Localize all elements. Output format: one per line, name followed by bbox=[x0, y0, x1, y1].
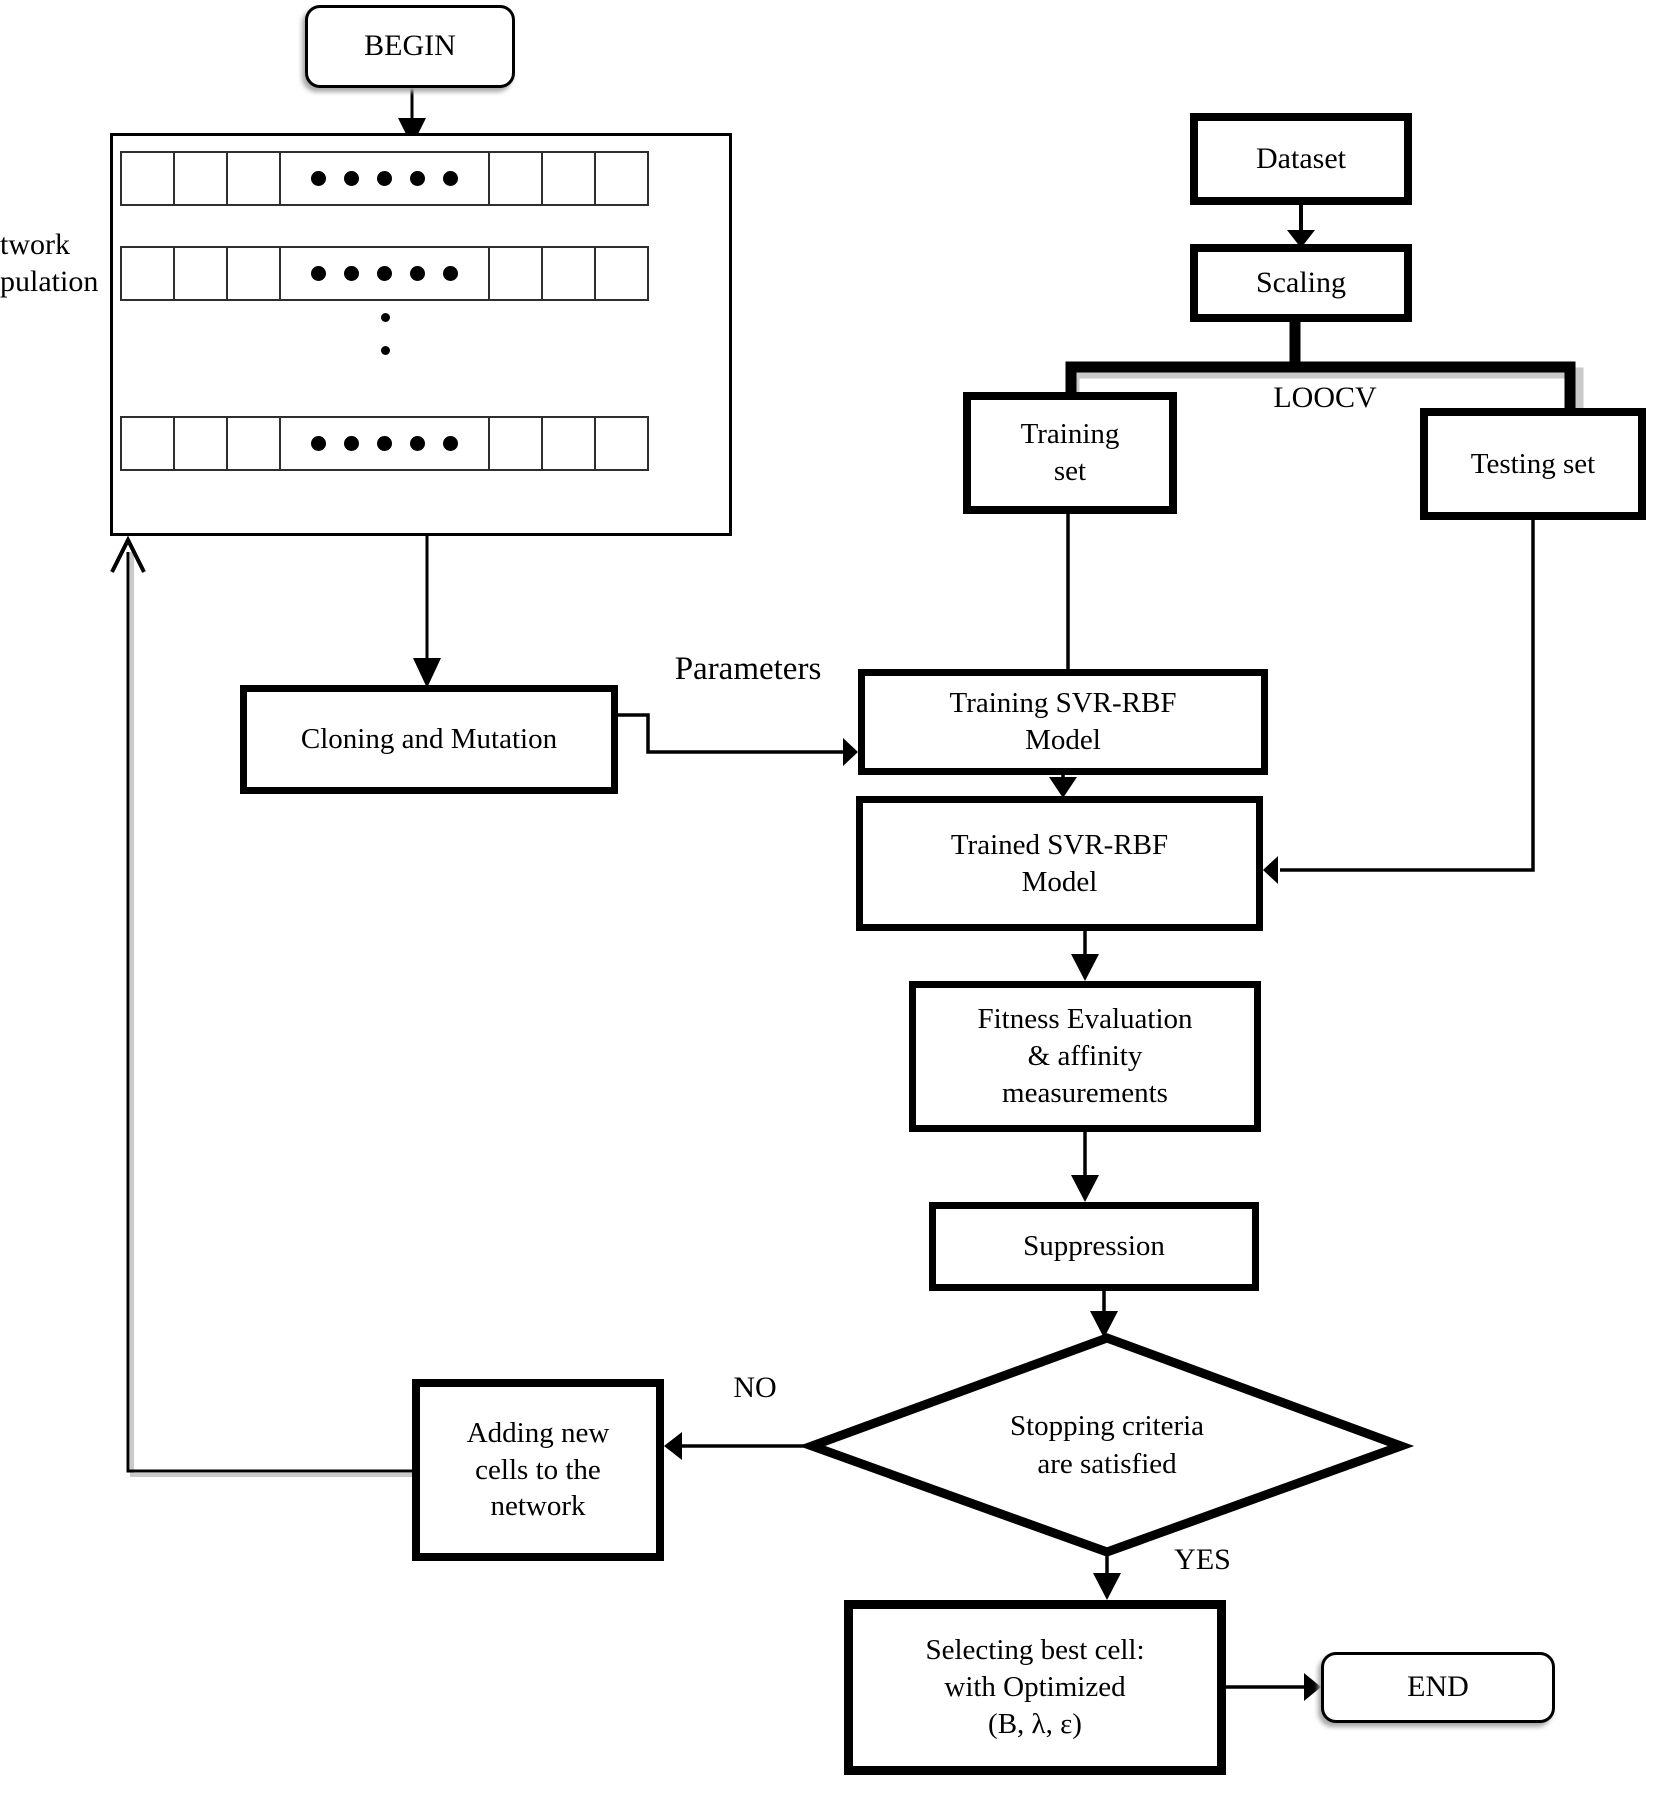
population-cell bbox=[594, 416, 649, 471]
dot-icon bbox=[377, 266, 392, 281]
arrow-dataset-to-scaling bbox=[1287, 205, 1315, 248]
population-cell bbox=[226, 416, 281, 471]
population-cell-dots bbox=[279, 151, 490, 206]
population-rows bbox=[120, 136, 661, 533]
node-training-svr-rbf: Training SVR-RBF Model bbox=[858, 669, 1268, 775]
dot-icon bbox=[443, 436, 458, 451]
node-training-svr-rbf-label: Training SVR-RBF Model bbox=[949, 687, 1177, 756]
no-label-text: NO bbox=[733, 1371, 777, 1404]
node-dataset-label: Dataset bbox=[1256, 141, 1346, 175]
population-row bbox=[120, 151, 649, 206]
arrow-fitness-to-suppression bbox=[1071, 1132, 1099, 1202]
dot-icon bbox=[410, 436, 425, 451]
node-testing-set: Testing set bbox=[1420, 408, 1646, 520]
population-cell bbox=[541, 246, 596, 301]
dot-icon bbox=[377, 436, 392, 451]
arrow-suppression-to-decision bbox=[1090, 1291, 1118, 1338]
dot-icon bbox=[344, 171, 359, 186]
population-cell-dots bbox=[279, 416, 490, 471]
node-end: END bbox=[1321, 1652, 1555, 1723]
population-cell bbox=[488, 416, 543, 471]
population-cell bbox=[173, 416, 228, 471]
population-cell bbox=[173, 246, 228, 301]
population-cell bbox=[488, 246, 543, 301]
population-row bbox=[120, 416, 649, 471]
population-caption-fragment: twork pulation bbox=[0, 228, 99, 298]
node-fitness-evaluation: Fitness Evaluation & affinity measuremen… bbox=[909, 981, 1261, 1132]
loocv-label: LOOCV bbox=[1245, 380, 1405, 416]
dot-icon bbox=[443, 171, 458, 186]
population-cell bbox=[226, 246, 281, 301]
dot-icon bbox=[381, 346, 390, 355]
loocv-label-text: LOOCV bbox=[1273, 381, 1377, 414]
loocv-split-connector bbox=[1065, 316, 1576, 414]
dot-icon bbox=[377, 171, 392, 186]
dot-icon bbox=[443, 266, 458, 281]
population-cell bbox=[594, 246, 649, 301]
dot-icon bbox=[311, 266, 326, 281]
population-cell-dots bbox=[279, 246, 490, 301]
node-adding-new-cells: Adding new cells to the network bbox=[412, 1379, 664, 1561]
population-row bbox=[120, 246, 649, 301]
node-testing-set-label: Testing set bbox=[1470, 447, 1596, 480]
node-selecting-best-cell-label: Selecting best cell: with Optimized (B, … bbox=[925, 1634, 1145, 1740]
node-dataset: Dataset bbox=[1190, 113, 1412, 205]
dot-icon bbox=[381, 313, 390, 322]
dot-icon bbox=[344, 266, 359, 281]
population-cell bbox=[120, 151, 175, 206]
node-training-set: Training set bbox=[963, 392, 1177, 514]
population-cell bbox=[594, 151, 649, 206]
node-begin-label: BEGIN bbox=[364, 29, 456, 63]
arrow-decision-no bbox=[664, 1432, 812, 1460]
node-decision-label: Stopping criteria are satisfied bbox=[957, 1398, 1257, 1493]
arrow-begin-to-population bbox=[398, 88, 426, 146]
population-cell bbox=[120, 416, 175, 471]
node-fitness-evaluation-label: Fitness Evaluation & affinity measuremen… bbox=[977, 1003, 1193, 1109]
arrow-selecting-to-end bbox=[1226, 1673, 1321, 1701]
node-end-label: END bbox=[1407, 1670, 1469, 1704]
population-cell bbox=[541, 151, 596, 206]
dot-icon bbox=[410, 266, 425, 281]
node-training-set-label: Training set bbox=[1020, 418, 1120, 487]
node-begin: BEGIN bbox=[305, 5, 515, 88]
arrow-population-to-cloning bbox=[413, 536, 441, 688]
node-suppression-label: Suppression bbox=[1023, 1230, 1165, 1263]
population-cell bbox=[226, 151, 281, 206]
population-cell bbox=[120, 246, 175, 301]
node-trained-svr-rbf: Trained SVR-RBF Model bbox=[856, 796, 1263, 931]
dot-icon bbox=[410, 171, 425, 186]
arrow-trained-svr-to-fitness bbox=[1071, 931, 1099, 981]
arrow-cloning-to-training-svr bbox=[618, 713, 858, 766]
node-suppression: Suppression bbox=[929, 1202, 1259, 1291]
loop-adding-to-population bbox=[110, 535, 412, 1473]
node-trained-svr-rbf-label: Trained SVR-RBF Model bbox=[950, 828, 1169, 898]
parameters-label-text: Parameters bbox=[674, 650, 822, 687]
node-scaling-label: Scaling bbox=[1256, 265, 1346, 299]
node-network-population bbox=[110, 133, 732, 536]
node-selecting-best-cell: Selecting best cell: with Optimized (B, … bbox=[844, 1600, 1226, 1775]
population-cell bbox=[488, 151, 543, 206]
loop-adding-to-population-shadow bbox=[130, 552, 412, 1477]
node-cloning-mutation-label: Cloning and Mutation bbox=[300, 723, 558, 756]
parameters-label: Parameters bbox=[648, 648, 848, 690]
decision-label-text: Stopping criteria are satisfied bbox=[1009, 1409, 1205, 1480]
dot-icon bbox=[344, 436, 359, 451]
arrow-training-svr-to-trained-svr bbox=[1049, 775, 1077, 798]
dot-icon bbox=[311, 171, 326, 186]
dot-icon bbox=[311, 436, 326, 451]
yes-label: YES bbox=[1155, 1540, 1250, 1580]
node-adding-new-cells-label: Adding new cells to the network bbox=[466, 1416, 610, 1523]
population-cell bbox=[541, 416, 596, 471]
population-cell bbox=[173, 151, 228, 206]
arrow-decision-yes bbox=[1093, 1552, 1121, 1600]
yes-label-text: YES bbox=[1174, 1543, 1231, 1576]
vertical-ellipsis-icon bbox=[381, 313, 390, 355]
node-scaling: Scaling bbox=[1190, 244, 1412, 322]
no-label: NO bbox=[710, 1368, 800, 1408]
node-cloning-mutation: Cloning and Mutation bbox=[240, 685, 618, 794]
arrow-testing-set-to-trained-svr bbox=[1263, 520, 1535, 884]
